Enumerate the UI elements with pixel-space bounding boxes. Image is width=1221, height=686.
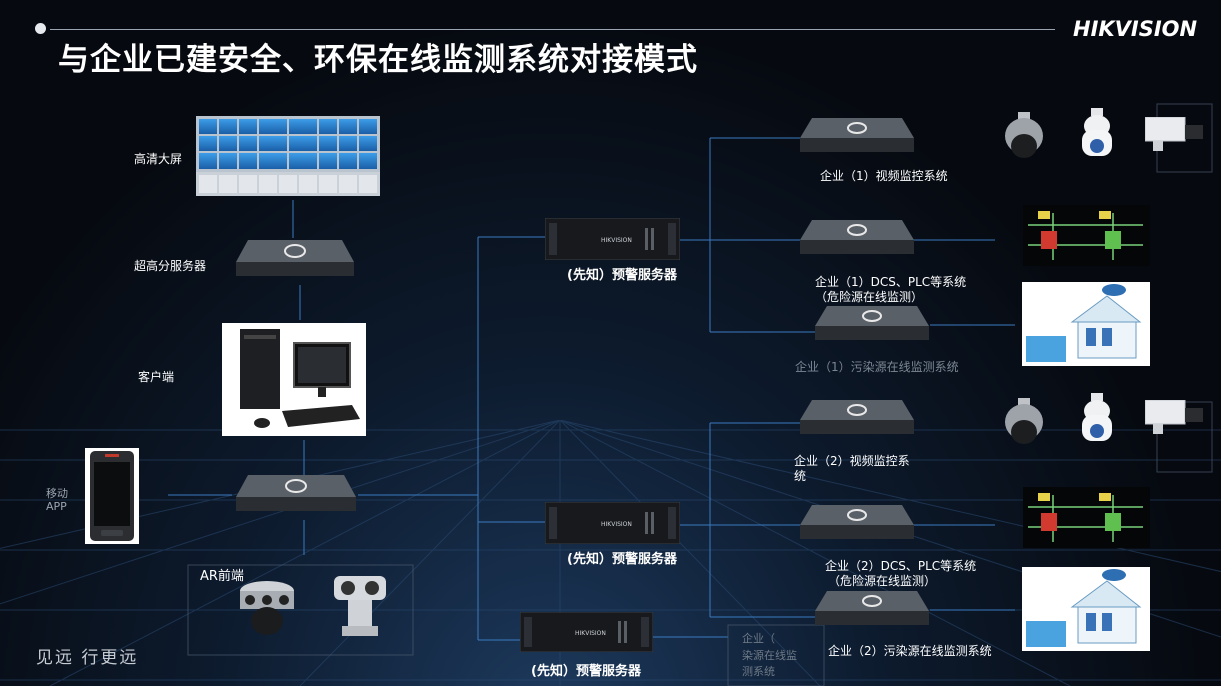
- ent3-label-2: 染源在线监: [742, 649, 797, 662]
- header-divider: [50, 29, 1055, 30]
- ent2-dcs-label-2: （危险源在线监测）: [828, 574, 937, 588]
- svg-text:HIKVISION: HIKVISION: [601, 237, 632, 244]
- svg-text:HIKVISION: HIKVISION: [601, 521, 632, 528]
- ent1-box-camera-icon: [1145, 117, 1203, 151]
- mobile-app-label: 移动 APP: [46, 487, 68, 513]
- warning-server-3-label: (先知）预警服务器: [531, 664, 641, 679]
- ent2-video-label-1: 企业（2）视频监控系: [794, 454, 910, 468]
- ar-label: AR前端: [200, 569, 244, 584]
- ent2-box-camera-icon: [1145, 400, 1203, 434]
- ent2-dcs-label-1: 企业（2）DCS、PLC等系统: [825, 559, 977, 573]
- ent3-label-3: 测系统: [742, 665, 775, 678]
- grid-floor: [0, 420, 1221, 686]
- page-title: 与企业已建安全、环保在线监测系统对接模式: [58, 42, 698, 78]
- ent1-dcs-label-1: 企业（1）DCS、PLC等系统: [815, 275, 967, 289]
- warning-server-1-icon: HIKVISION: [545, 218, 680, 260]
- client-label: 客户端: [138, 370, 175, 384]
- screen-label: 高清大屏: [134, 152, 183, 166]
- hires-server-label: 超高分服务器: [134, 259, 207, 273]
- ent1-ptz-camera-icon: [1082, 108, 1112, 156]
- ent1-pollution-image: [1022, 282, 1150, 366]
- ent2-pollution-server-icon: [815, 591, 929, 625]
- ent2-pollution-image: [1022, 567, 1150, 651]
- warning-server-1-label: (先知）预警服务器: [567, 268, 677, 283]
- client-workstation-image: [222, 323, 366, 436]
- ar-panoramic-camera-icon: [240, 581, 294, 635]
- ent1-pollution-server-icon: [815, 306, 929, 340]
- ent1-dcs-screen-image: [1023, 205, 1150, 266]
- brand-logo: HIKVISION: [1073, 17, 1198, 41]
- ent2-pollution-label: 企业（2）污染源在线监测系统: [828, 644, 992, 658]
- ent1-dcs-server-icon: [800, 220, 914, 254]
- ent2-video-nvr-icon: [800, 400, 914, 434]
- ent1-dome-camera-icon: [1005, 112, 1043, 158]
- warning-server-3-icon: HIKVISION: [520, 612, 653, 652]
- warning-server-2-icon: HIKVISION: [545, 502, 680, 544]
- ent3-label-1: 企业（: [742, 632, 775, 645]
- ent1-pollution-label: 企业（1）污染源在线监测系统: [795, 360, 959, 374]
- ar-ptz-camera-icon: [334, 576, 386, 636]
- ent1-video-nvr-icon: [800, 118, 914, 152]
- ent1-dcs-label-2: （危险源在线监测）: [815, 290, 924, 304]
- ent2-dcs-screen-image: [1023, 487, 1150, 548]
- video-wall-icon: [196, 116, 380, 196]
- ent2-ptz-camera-icon: [1082, 393, 1112, 441]
- hub-server-icon: [236, 475, 356, 511]
- warning-server-2-label: (先知）预警服务器: [567, 552, 677, 567]
- title-bullet: [35, 23, 46, 34]
- ent2-dcs-server-icon: [800, 505, 914, 539]
- svg-text:HIKVISION: HIKVISION: [575, 630, 606, 637]
- ent2-dome-camera-icon: [1005, 398, 1043, 444]
- ent2-video-label-2: 统: [794, 469, 807, 483]
- hires-server-icon: [236, 240, 354, 276]
- mobile-phone-image: [85, 448, 139, 544]
- slogan: 见远 行更远: [36, 648, 139, 668]
- ent1-video-label: 企业（1）视频监控系统: [820, 169, 948, 183]
